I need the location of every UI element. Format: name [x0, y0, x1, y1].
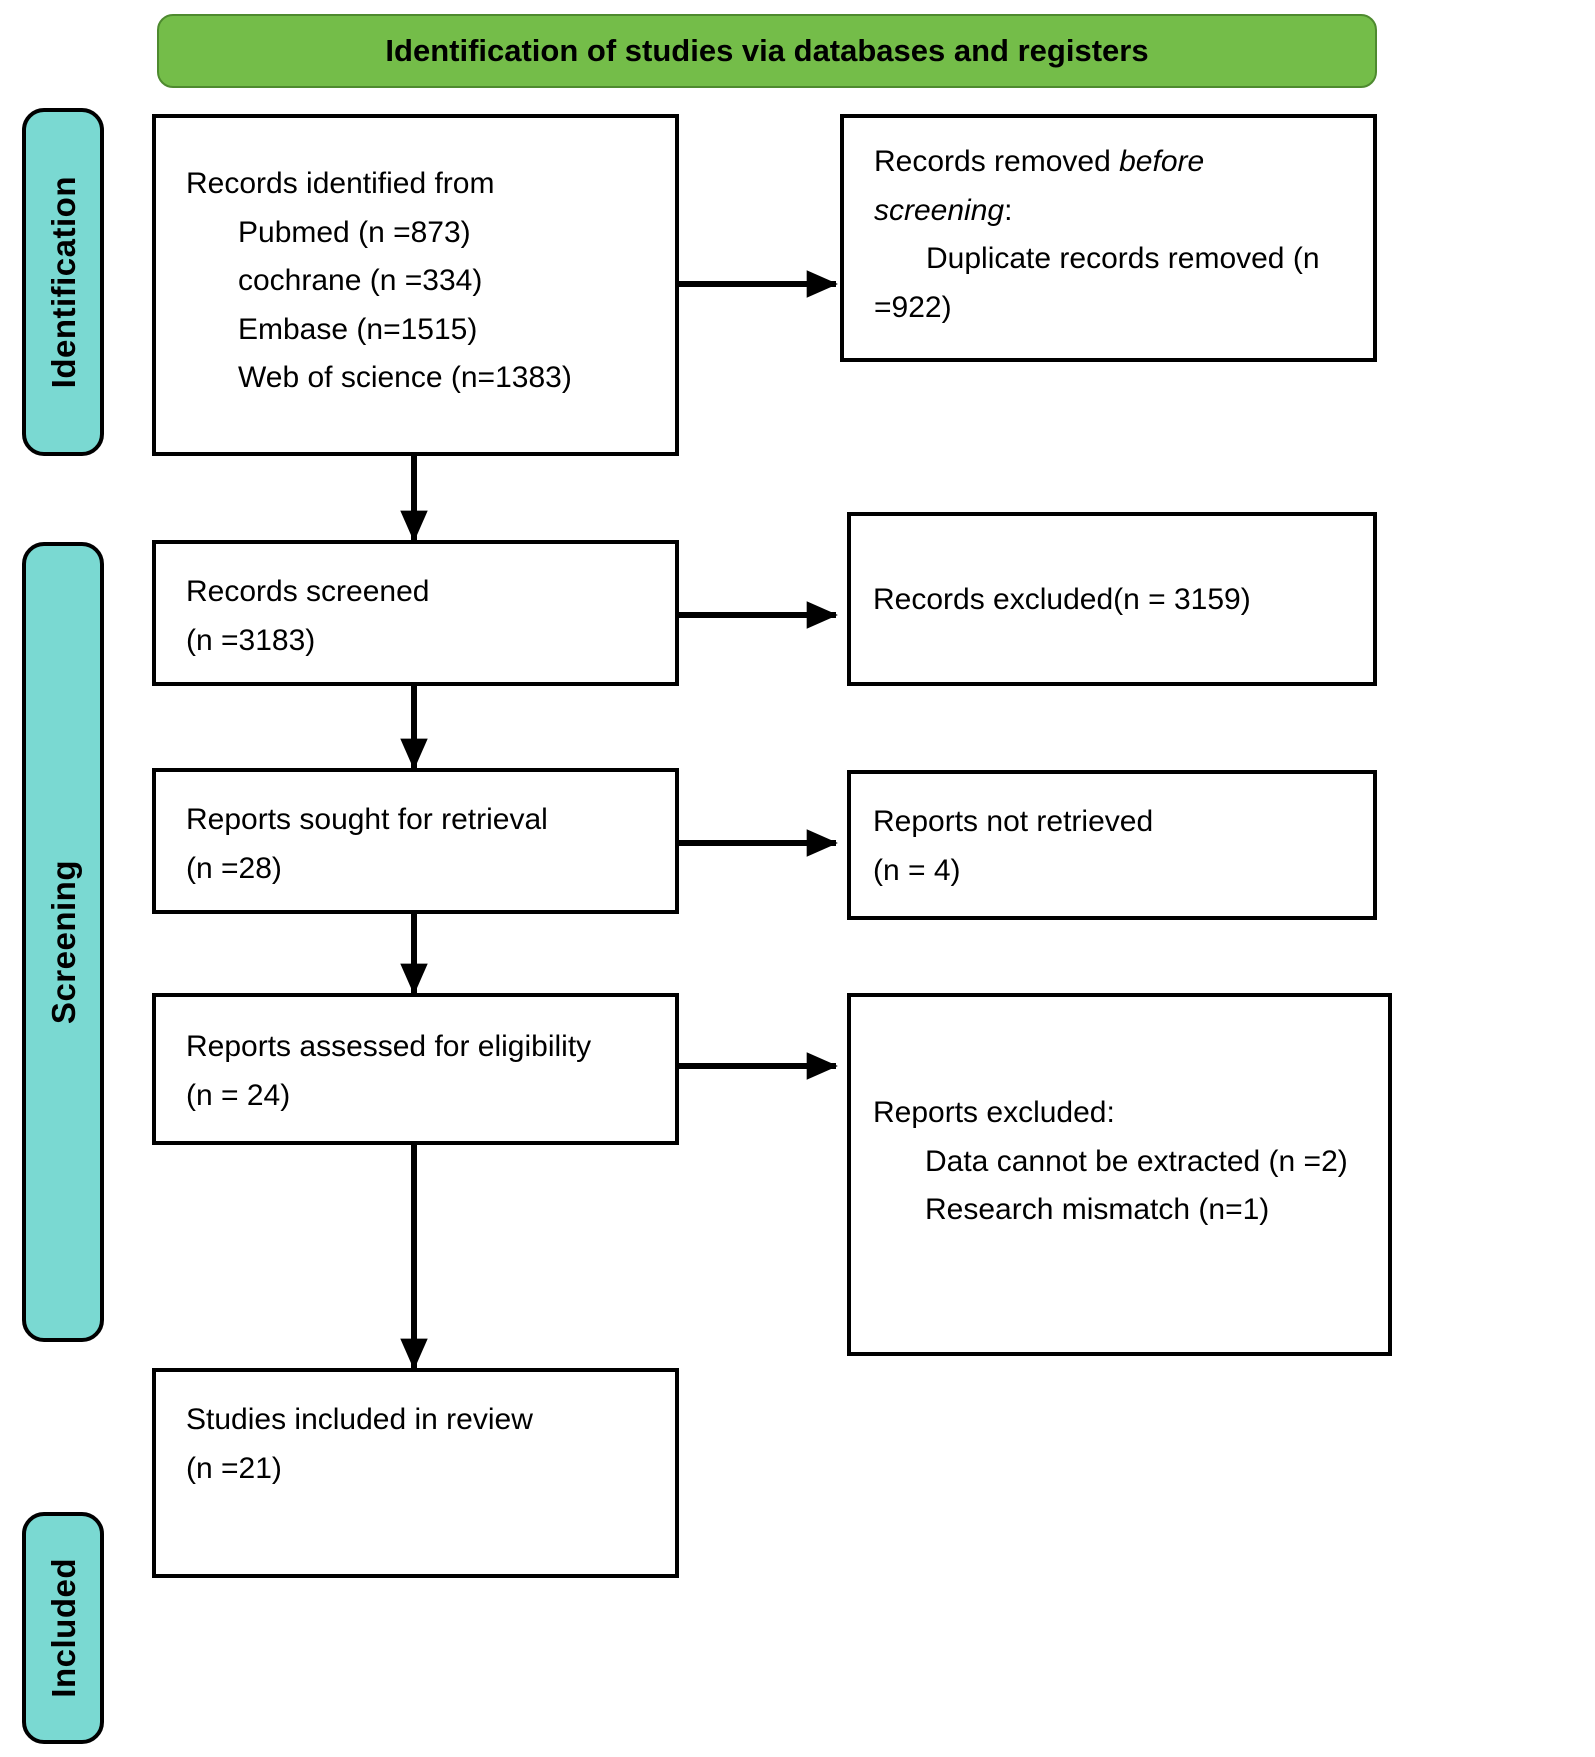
reports-not-retrieved-box: Reports not retrieved (n = 4): [847, 770, 1377, 920]
banner-identification-header: Identification of studies via databases …: [157, 14, 1377, 88]
reports-assessed-line-2: (n = 24): [186, 1078, 291, 1112]
reports-assessed-line-1: Reports assessed for eligibility: [186, 1030, 592, 1063]
records-removed-text-a: Records removed: [874, 145, 1120, 178]
records-removed-box: Records removed before screening: Duplic…: [840, 114, 1377, 362]
banner-title: Identification of studies via databases …: [385, 33, 1149, 68]
records-removed-line-1: Records removed before: [874, 138, 1363, 187]
records-removed-line-2: screening:: [874, 187, 1363, 236]
records-removed-line-4: =922): [874, 290, 952, 324]
records-screened-line-2: (n =3183): [186, 623, 316, 657]
records-removed-text-before: before: [1119, 145, 1205, 178]
reports-sought-box: Reports sought for retrieval (n =28): [152, 768, 679, 914]
reports-not-retrieved-line-2: (n = 4): [873, 853, 961, 887]
records-identified-line-3: cochrane (n =334): [238, 264, 483, 298]
studies-included-line-2: (n =21): [186, 1451, 282, 1485]
records-removed-text-colon: :: [1004, 193, 1013, 227]
records-removed-line-3: Duplicate records removed (n: [926, 242, 1320, 276]
reports-excluded-line-3: Research mismatch (n=1): [925, 1193, 1270, 1227]
records-excluded-box: Records excluded(n = 3159): [847, 512, 1377, 686]
reports-not-retrieved-line-1: Reports not retrieved: [873, 805, 1154, 838]
studies-included-box: Studies included in review (n =21): [152, 1368, 679, 1578]
records-excluded-line-1: Records excluded(n = 3159): [873, 583, 1251, 616]
records-identified-line-4: Embase (n=1515): [238, 312, 478, 346]
records-identified-line-1: Records identified from: [186, 167, 495, 200]
phase-pill-included: Included: [22, 1512, 104, 1744]
reports-assessed-box: Reports assessed for eligibility (n = 24…: [152, 993, 679, 1145]
records-screened-line-1: Records screened: [186, 575, 430, 608]
phase-pill-identification: Identification: [22, 108, 104, 456]
studies-included-line-1: Studies included in review: [186, 1403, 533, 1436]
reports-excluded-line-1: Reports excluded:: [873, 1096, 1115, 1129]
phase-label-identification: Identification: [44, 175, 82, 389]
records-screened-box: Records screened (n =3183): [152, 540, 679, 686]
records-identified-line-5: Web of science (n=1383): [238, 361, 572, 395]
reports-sought-line-2: (n =28): [186, 851, 282, 885]
phase-pill-screening: Screening: [22, 542, 104, 1342]
phase-label-included: Included: [44, 1558, 82, 1698]
phase-label-screening: Screening: [44, 859, 82, 1025]
reports-excluded-box: Reports excluded: Data cannot be extract…: [847, 993, 1392, 1356]
reports-sought-line-1: Reports sought for retrieval: [186, 803, 548, 836]
reports-excluded-line-2: Data cannot be extracted (n =2): [925, 1144, 1348, 1178]
records-identified-box: Records identified from Pubmed (n =873) …: [152, 114, 679, 456]
records-identified-line-2: Pubmed (n =873): [238, 215, 471, 249]
records-removed-text-screening: screening: [874, 193, 1005, 227]
